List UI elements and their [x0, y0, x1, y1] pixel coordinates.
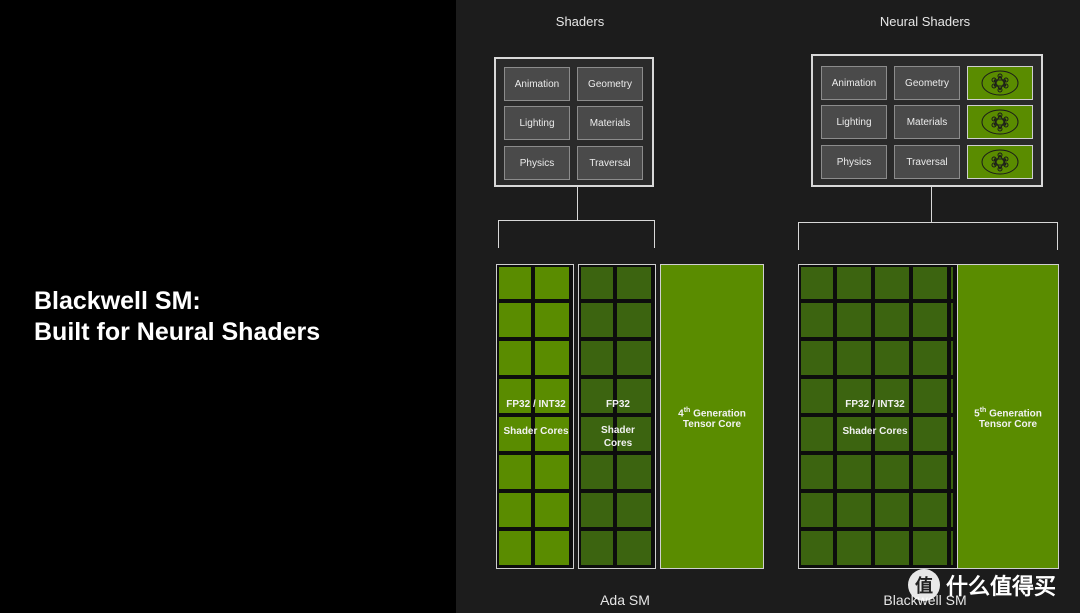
ada-tensor-gen: 4	[678, 408, 684, 420]
ada-fp32-int32-grid	[499, 267, 573, 568]
ada-tensor-sup: th	[683, 407, 691, 414]
shader-cell-lighting: Lighting	[504, 106, 570, 140]
blackwell-tensor-gen-rest: Generation	[986, 408, 1042, 420]
shader-cell-geometry: Geometry	[577, 67, 643, 101]
ada-tensor-gen-rest: Generation	[690, 408, 746, 420]
shaders-box: Animation Geometry Lighting Materials Ph…	[494, 57, 654, 187]
ada-fp32-grid	[581, 267, 655, 568]
ada-tensor-core: 4th Generation Tensor Core	[660, 264, 764, 569]
blackwell-shader-label: FP32 / INT32	[845, 399, 905, 410]
watermark: 值 什么值得买	[908, 569, 1056, 601]
neural-cell-geometry: Geometry	[894, 66, 960, 100]
neural-shaders-title: Neural Shaders	[879, 14, 971, 29]
shader-cell-animation: Animation	[504, 67, 570, 101]
blackwell-tensor-line1: 5th Generation	[958, 404, 1058, 420]
ada-fp32-int32-label: FP32 / INT32	[506, 399, 566, 410]
slide-title-line1: Blackwell SM:	[34, 287, 201, 315]
neural-network-icon	[967, 66, 1033, 100]
left-panel	[0, 0, 456, 613]
neural-cell-materials: Materials	[894, 105, 960, 139]
connector-drop-left	[798, 222, 799, 250]
neural-cell-lighting: Lighting	[821, 105, 887, 139]
ada-sm-label: Ada SM	[600, 592, 650, 608]
shader-cell-physics: Physics	[504, 146, 570, 180]
connector-vertical	[931, 187, 932, 223]
ada-fp32-sub2: Cores	[603, 438, 633, 449]
ada-fp32-int32-sub: Shader Cores	[503, 426, 569, 437]
ada-tensor-line2: Tensor Core	[682, 419, 742, 430]
ada-fp32-int32-block: FP32 / INT32 Shader Cores	[496, 264, 574, 569]
connector-horizontal	[498, 220, 655, 221]
ada-fp32-block: FP32 Shader Cores	[578, 264, 656, 569]
blackwell-tensor-core: 5th Generation Tensor Core	[957, 264, 1059, 569]
blackwell-tensor-gen: 5	[974, 408, 980, 420]
blackwell-shader-sub: Shader Cores	[842, 426, 908, 437]
blackwell-tensor-sup: th	[979, 407, 987, 414]
connector-drop-right	[1057, 222, 1058, 250]
connector-drop-left	[498, 220, 499, 248]
neural-network-icon	[967, 145, 1033, 179]
zhi-logo-icon: 值	[908, 569, 940, 601]
ada-fp32-sub1: Shader	[601, 425, 635, 436]
blackwell-tensor-line2: Tensor Core	[978, 419, 1038, 430]
slide-title-line2: Built for Neural Shaders	[34, 318, 321, 346]
ada-fp32-label: FP32	[606, 399, 630, 410]
ada-tensor-line1: 4th Generation	[661, 404, 763, 420]
blackwell-shader-block: FP32 / INT32 Shader Cores	[798, 264, 958, 569]
neural-cell-physics: Physics	[821, 145, 887, 179]
shaders-title: Shaders	[555, 14, 605, 29]
blackwell-shader-grid	[801, 267, 953, 568]
slide-title: Blackwell SM: Built for Neural Shaders	[34, 286, 320, 348]
neural-network-icon	[967, 105, 1033, 139]
connector-vertical	[577, 187, 578, 221]
watermark-text: 什么值得买	[946, 574, 1057, 599]
neural-cell-animation: Animation	[821, 66, 887, 100]
connector-horizontal	[798, 222, 1058, 223]
zhi-logo-glyph: 值	[915, 576, 933, 597]
connector-drop-right	[654, 220, 655, 248]
neural-cell-traversal: Traversal	[894, 145, 960, 179]
shader-cell-traversal: Traversal	[577, 146, 643, 180]
shader-cell-materials: Materials	[577, 106, 643, 140]
neural-shaders-box: Animation Geometry Lighting Materials Ph…	[811, 54, 1043, 187]
